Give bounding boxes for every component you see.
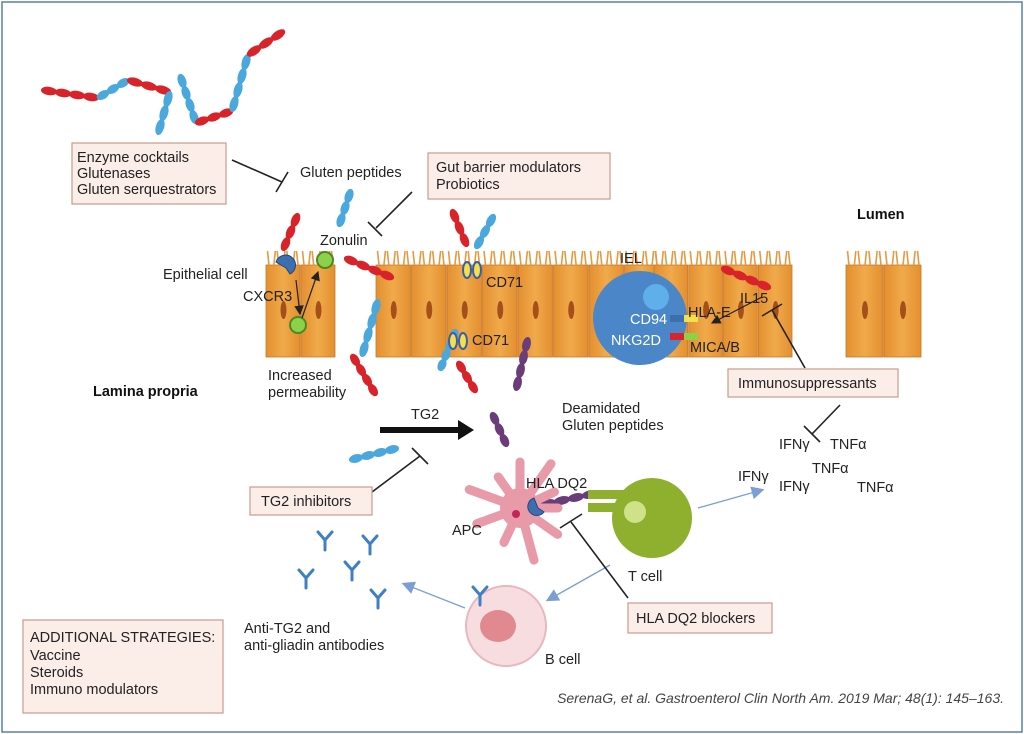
label-cd94: CD94 [630, 312, 667, 328]
label-apc: APC [452, 523, 482, 539]
svg-text:Gut barrier modulators: Gut barrier modulators [436, 160, 581, 176]
enzyme-box: Enzyme cocktails Glutenases Gluten serqu… [71, 142, 227, 205]
svg-text:Immuno modulators: Immuno modulators [30, 682, 158, 698]
label-hla-e: HLA-E [688, 305, 731, 321]
cd71-receptor-top [462, 261, 482, 279]
apc-cell [464, 457, 563, 565]
label-ifn-2: IFNγ [738, 469, 769, 485]
iel-cell [593, 271, 698, 365]
cxcr3-receptor [275, 251, 334, 334]
label-tg2: TG2 [411, 407, 439, 423]
hla-dq2-molecule [527, 490, 628, 516]
svg-text:Vaccine: Vaccine [30, 648, 81, 664]
label-epithelial-cell: Epithelial cell [163, 267, 248, 283]
gut-barrier-box: Gut barrier modulators Probiotics [427, 152, 611, 200]
svg-text:Glutenases: Glutenases [77, 166, 150, 182]
svg-text:Steroids: Steroids [30, 665, 83, 681]
il15-arrow [710, 296, 763, 324]
label-tnf-3: TNFα [857, 480, 894, 496]
immunosuppressants-box: Immunosuppressants [727, 368, 899, 398]
svg-text:HLA DQ2 blockers: HLA DQ2 blockers [636, 611, 755, 627]
label-nkg2d: NKG2D [611, 333, 661, 349]
svg-text:Enzyme cocktails: Enzyme cocktails [77, 150, 189, 166]
label-t-cell: T cell [628, 569, 662, 585]
label-antibodies-2: anti-gliadin antibodies [244, 638, 384, 654]
label-tnf-1: TNFα [830, 437, 867, 453]
tg2-inhibitors-box: TG2 inhibitors [249, 486, 373, 516]
label-ifn-1: IFNγ [779, 437, 810, 453]
citation: SerenaG, et al. Gastroenterol Clin North… [557, 690, 1004, 706]
label-tnf-2: TNFα [812, 461, 849, 477]
label-ifn-3: IFNγ [779, 479, 810, 495]
label-b-cell: B cell [545, 652, 580, 668]
label-increased: Increased [268, 368, 332, 384]
label-cd71-bottom: CD71 [472, 333, 509, 349]
label-lamina-propria: Lamina propria [93, 384, 199, 400]
t-cell [612, 478, 692, 558]
svg-text:Probiotics: Probiotics [436, 177, 500, 193]
label-permeability: permeability [268, 385, 347, 401]
svg-text:TG2 inhibitors: TG2 inhibitors [261, 494, 351, 510]
inhibition-lines [231, 159, 841, 599]
b-cell [465, 585, 547, 667]
antibodies [297, 530, 489, 610]
label-zonulin: Zonulin [320, 233, 368, 249]
svg-text:Immunosuppressants: Immunosuppressants [738, 376, 877, 392]
label-antibodies-1: Anti-TG2 and [244, 621, 330, 637]
label-deamidated: Deamidated [562, 401, 640, 417]
hla-blockers-box: HLA DQ2 blockers [627, 602, 773, 634]
bcell-to-antibody-arrow [401, 581, 466, 609]
additional-strategies-box: ADDITIONAL STRATEGIES: Vaccine Steroids … [22, 619, 224, 714]
gluten-peptide-chains [40, 29, 772, 508]
label-lumen: Lumen [857, 207, 905, 223]
cd71-receptor-bottom [448, 332, 468, 350]
tcell-to-bcell-arrow [545, 564, 611, 602]
svg-text:Gluten serquestrators: Gluten serquestrators [77, 182, 216, 198]
label-iel: IEL [620, 251, 642, 267]
label-cxcr3: CXCR3 [243, 289, 292, 305]
label-deamidated-peptides: Gluten peptides [562, 418, 664, 434]
tg2-arrow [380, 420, 474, 440]
cytokine-arrow [697, 486, 765, 509]
label-gluten-peptides: Gluten peptides [300, 165, 402, 181]
label-mica-b: MICA/B [690, 340, 740, 356]
label-il15: IL15 [740, 291, 768, 307]
label-cd71-top: CD71 [486, 275, 523, 291]
svg-text:ADDITIONAL STRATEGIES:: ADDITIONAL STRATEGIES: [30, 630, 215, 646]
label-hla-dq2: HLA DQ2 [526, 476, 587, 492]
